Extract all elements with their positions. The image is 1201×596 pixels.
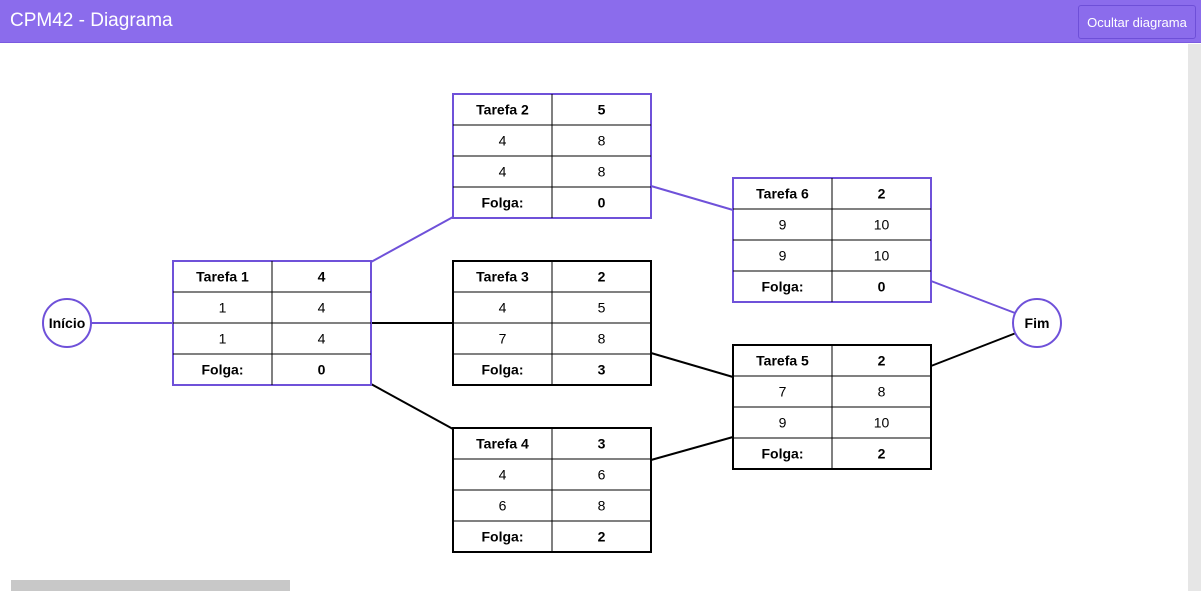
task-early-start: 4 <box>499 467 507 483</box>
task-late-finish: 10 <box>874 415 890 431</box>
task-duration: 4 <box>318 269 326 285</box>
task-late-finish: 8 <box>598 164 606 180</box>
task-name: Tarefa 2 <box>476 102 529 118</box>
task-late-start: 6 <box>499 498 507 514</box>
task-slack-label: Folga: <box>762 446 804 462</box>
hide-diagram-button[interactable]: Ocultar diagrama <box>1078 5 1196 39</box>
task-early-finish: 10 <box>874 217 890 233</box>
task-slack: 2 <box>598 529 606 545</box>
edges <box>91 185 1017 461</box>
task-late-start: 4 <box>499 164 507 180</box>
task-duration: 2 <box>878 353 886 369</box>
task-late-start: 7 <box>499 331 507 347</box>
task-slack: 0 <box>318 362 326 378</box>
start-node-circle <box>42 298 92 348</box>
task-late-finish: 10 <box>874 248 890 264</box>
task-name: Tarefa 5 <box>756 353 809 369</box>
task-slack-label: Folga: <box>482 362 524 378</box>
task-late-finish: 8 <box>598 331 606 347</box>
task-late-start: 9 <box>779 415 787 431</box>
task-late-finish: 8 <box>598 498 606 514</box>
end-node: Fim <box>1012 298 1062 348</box>
task-slack-label: Folga: <box>762 279 804 295</box>
task-early-finish: 8 <box>598 133 606 149</box>
task-early-start: 4 <box>499 133 507 149</box>
task-early-start: 9 <box>779 217 787 233</box>
task-early-start: 1 <box>219 300 227 316</box>
start-node: Início <box>42 298 92 348</box>
task-slack-label: Folga: <box>202 362 244 378</box>
task-duration: 5 <box>598 102 606 118</box>
end-node-circle <box>1012 298 1062 348</box>
horizontal-scrollbar-thumb[interactable] <box>11 580 290 591</box>
task-slack: 0 <box>598 195 606 211</box>
vertical-scrollbar[interactable] <box>1188 44 1201 591</box>
task-duration: 2 <box>878 186 886 202</box>
task-late-finish: 4 <box>318 331 326 347</box>
start-node-label: Início <box>49 315 86 331</box>
task-early-finish: 8 <box>878 384 886 400</box>
edge-t4-t5 <box>650 436 734 461</box>
task-name: Tarefa 4 <box>476 436 529 452</box>
task-early-start: 7 <box>779 384 787 400</box>
task-early-start: 4 <box>499 300 507 316</box>
task-slack: 2 <box>878 446 886 462</box>
task-late-start: 1 <box>219 331 227 347</box>
task-duration: 2 <box>598 269 606 285</box>
app-header: CPM42 - Diagrama Ocultar diagrama <box>0 0 1201 43</box>
end-node-label: Fim <box>1025 315 1050 331</box>
edge-t1-t4 <box>370 383 454 430</box>
task-name: Tarefa 3 <box>476 269 529 285</box>
task-slack-label: Folga: <box>482 529 524 545</box>
task-slack: 3 <box>598 362 606 378</box>
task-name: Tarefa 1 <box>196 269 249 285</box>
task-early-finish: 5 <box>598 300 606 316</box>
task-slack: 0 <box>878 279 886 295</box>
task-duration: 3 <box>598 436 606 452</box>
task-early-finish: 6 <box>598 467 606 483</box>
app-title: CPM42 - Diagrama <box>10 10 173 31</box>
edge-t2-t6 <box>650 185 734 211</box>
edge-t6-end <box>930 280 1016 314</box>
task-late-start: 9 <box>779 248 787 264</box>
edge-t3-t5 <box>650 352 734 378</box>
task-name: Tarefa 6 <box>756 186 809 202</box>
edge-t1-t2 <box>370 216 454 263</box>
edge-t5-end <box>930 332 1017 367</box>
task-early-finish: 4 <box>318 300 326 316</box>
task-slack-label: Folga: <box>482 195 524 211</box>
